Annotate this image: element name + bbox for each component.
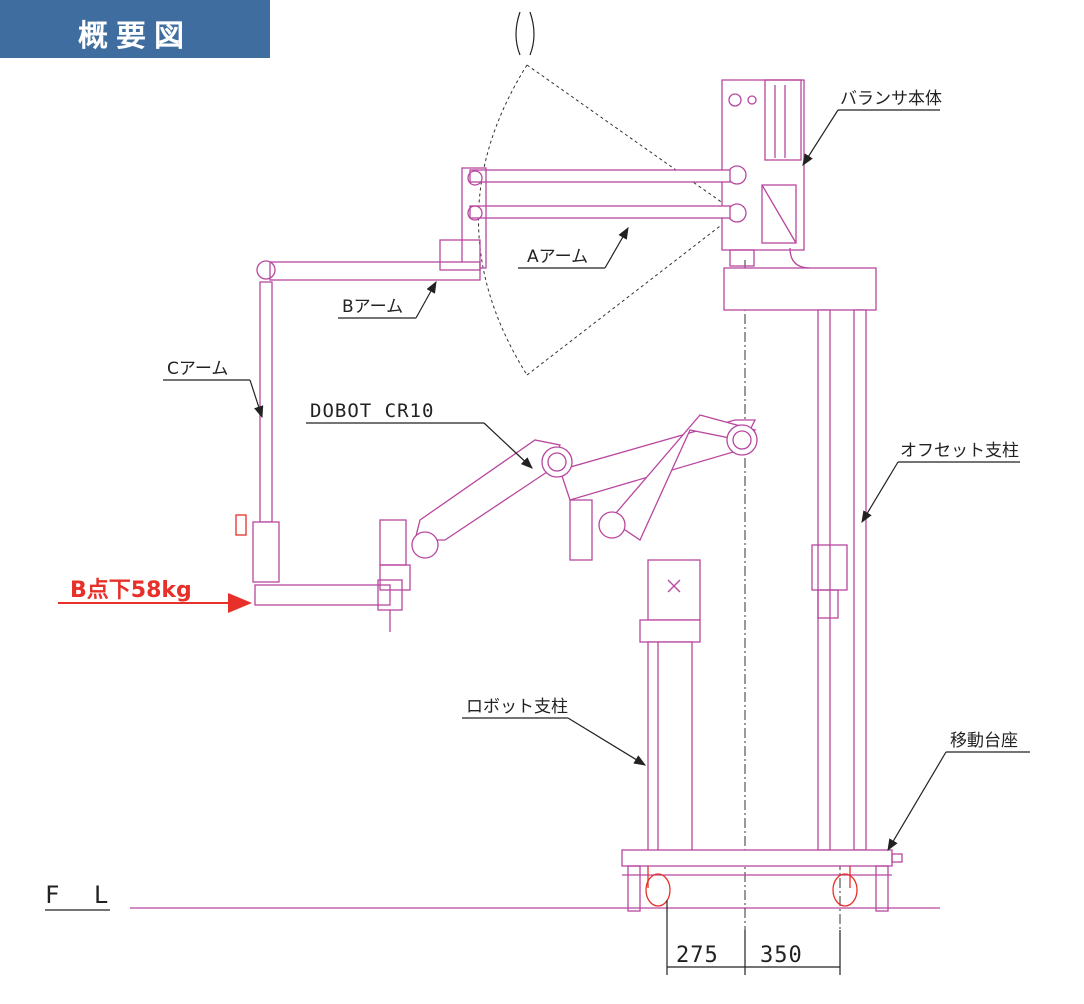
label-robot: DOBOT CR10 xyxy=(310,400,434,422)
dobot-robot xyxy=(379,414,758,643)
page-title: 概要図 xyxy=(78,19,192,54)
wheel-right xyxy=(832,866,858,907)
label-b-arm: Bアーム xyxy=(342,297,403,317)
label-robot-column: ロボット支柱 xyxy=(466,697,568,717)
load-note: B点下58kg xyxy=(70,577,192,603)
leader-lines xyxy=(163,109,1030,852)
dimension-right: 350 xyxy=(760,943,803,968)
label-balancer-body: バランサ本体 xyxy=(840,89,942,109)
robot-column xyxy=(647,641,693,853)
label-c-arm: Cアーム xyxy=(167,359,228,379)
label-a-arm: Aアーム xyxy=(527,247,588,267)
balancer-body xyxy=(721,79,811,269)
label-floor-level: F L xyxy=(45,881,118,909)
c-arm xyxy=(235,260,403,632)
label-offset-column: オフセット支柱 xyxy=(900,441,1019,461)
swing-range xyxy=(478,11,738,376)
offset-column xyxy=(723,267,877,851)
title-banner: 概要図 xyxy=(0,0,270,58)
mobile-base xyxy=(621,849,903,912)
a-arm xyxy=(461,167,731,269)
wheel-left xyxy=(645,866,671,907)
dimension-lines xyxy=(666,900,841,975)
label-mobile-base: 移動台座 xyxy=(950,731,1018,751)
dimension-left: 275 xyxy=(676,943,719,968)
b-arm xyxy=(269,239,481,281)
